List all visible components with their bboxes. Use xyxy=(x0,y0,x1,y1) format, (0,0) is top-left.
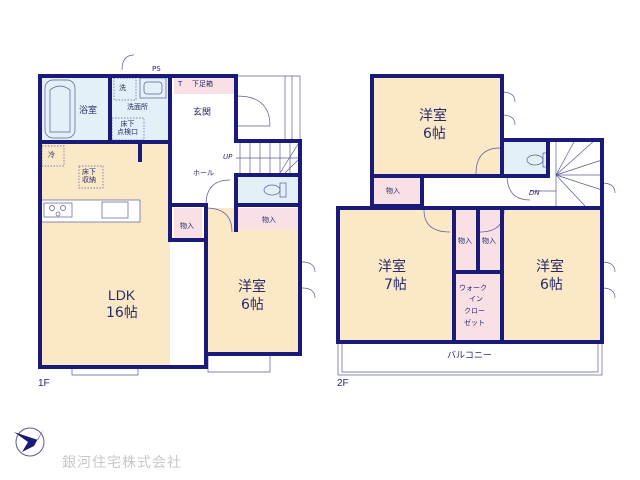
wic-line1: ウォーク xyxy=(459,284,487,292)
hall-label: ホール xyxy=(193,169,214,177)
room-w-size: 7帖 xyxy=(384,277,407,293)
closet-n-label: 物入 xyxy=(386,187,400,195)
wic-line2: イン xyxy=(469,295,483,303)
room-e-name: 洋室 xyxy=(536,259,564,275)
room-n-name: 洋室 xyxy=(419,108,447,124)
fridge-label: 冷 xyxy=(48,151,55,159)
underfloor-storage-label: 床下 収納 xyxy=(82,168,96,185)
ldk-name: LDK xyxy=(108,287,136,303)
bath-label: 浴室 xyxy=(79,106,98,116)
shoe-box-label: 下足箱 xyxy=(192,80,213,88)
closet-a-label: 物入 xyxy=(180,222,194,230)
washroom-label: 洗面所 xyxy=(127,103,148,111)
entrance-label: 玄関 xyxy=(193,108,212,118)
stairs-down-label: DN xyxy=(529,189,540,197)
floor2-label: 2F xyxy=(337,378,349,389)
room-e-size: 6帖 xyxy=(540,277,563,293)
underfloor-hatch-label: 床下 点検口 xyxy=(117,120,138,137)
closet-c-label: 物入 xyxy=(458,237,472,245)
wic-line4: ゼット xyxy=(464,319,485,327)
closet-b-label: 物入 xyxy=(262,216,276,224)
floor1-label: 1F xyxy=(38,378,50,389)
room-w-name: 洋室 xyxy=(378,259,406,275)
balcony-label: バルコニー xyxy=(447,351,492,361)
stairs-up-label: UP xyxy=(223,153,233,161)
room1-size: 6帖 xyxy=(241,297,264,313)
floor1-plan xyxy=(14,54,616,457)
wic-line3: クロー xyxy=(464,307,485,315)
laundry-label: 洗 xyxy=(119,84,126,92)
ps-label: PS xyxy=(152,65,161,73)
room-n-size: 6帖 xyxy=(423,126,446,142)
room1-name: 洋室 xyxy=(238,279,266,295)
toilet-mark-label: T xyxy=(178,80,183,88)
company-name: 銀河住宅株式会社 xyxy=(62,455,182,471)
compass-bird-logo xyxy=(14,427,45,457)
ldk-size: 16帖 xyxy=(106,305,138,321)
closet-d-label: 物入 xyxy=(482,237,496,245)
